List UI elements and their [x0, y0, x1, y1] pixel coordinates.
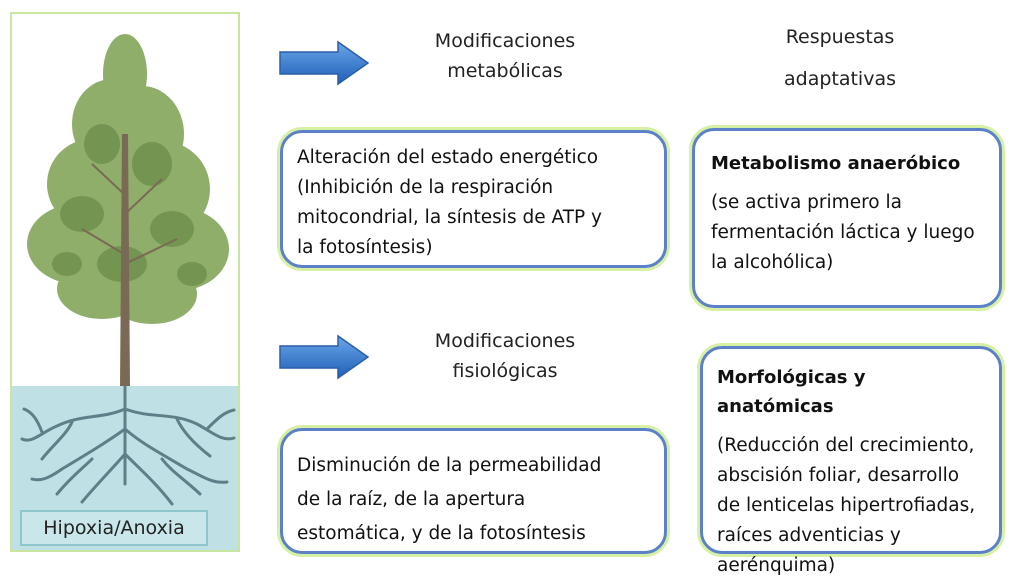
- metabolic-modifications-heading: Modificaciones metabólicas: [434, 30, 576, 83]
- adaptive-responses-line2: adaptativas: [783, 68, 896, 91]
- anaerobic-title: Metabolismo anaeróbico: [711, 153, 961, 174]
- energy-line2: (Inhibición de la respiración: [297, 176, 554, 198]
- hypoxia-anoxia-label: Hipoxia/Anoxia: [20, 510, 208, 546]
- morphological-title: Morfológicas y anatómicas: [717, 367, 866, 418]
- morphological-responses-box: Morfológicas y anatómicas (Reducción del…: [700, 346, 1002, 576]
- energy-line4: la fotosíntesis): [297, 236, 433, 258]
- tree-trunk: [120, 134, 130, 386]
- physiological-modifications-heading: Modificaciones fisiológicas: [434, 330, 576, 383]
- permeability-box: Disminución de la permeabilidad de la ra…: [280, 428, 667, 554]
- arrow-physiological-icon: [279, 334, 370, 380]
- morphological-line5: aerénquima): [717, 555, 836, 577]
- energy-line1: Alteración del estado energético: [297, 147, 599, 168]
- energy-line3: mitocondrial, la síntesis de ATP y: [297, 206, 602, 228]
- adaptive-responses-line1: Respuestas: [785, 26, 895, 48]
- morphological-line1: (Reducción del crecimiento,: [717, 435, 975, 457]
- anaerobic-line2: fermentación láctica y luego: [711, 222, 975, 244]
- anaerobic-metabolism-box: Metabolismo anaeróbico (se activa primer…: [692, 128, 1002, 308]
- tree-illustration: [20, 34, 236, 506]
- morphological-line3: de lenticelas hipertrofiadas,: [717, 495, 976, 517]
- morphological-line2: abscisión foliar, desarrollo: [717, 465, 960, 487]
- arrow-metabolic-icon: [279, 40, 370, 86]
- morphological-line4: raíces adventicias y: [717, 525, 901, 547]
- permeability-line3: estomática, y de la fotosíntesis: [297, 522, 586, 544]
- permeability-line1: Disminución de la permeabilidad: [297, 455, 602, 476]
- anaerobic-line3: la alcohólica): [711, 252, 834, 274]
- permeability-line2: de la raíz, de la apertura: [297, 488, 526, 510]
- roots: [20, 384, 236, 506]
- energy-state-box: Alteración del estado energético (Inhibi…: [280, 130, 667, 268]
- adaptive-responses-heading: Respuestas adaptativas: [740, 22, 940, 95]
- tree-illustration-panel: [10, 12, 240, 552]
- anaerobic-line1: (se activa primero la: [711, 192, 902, 214]
